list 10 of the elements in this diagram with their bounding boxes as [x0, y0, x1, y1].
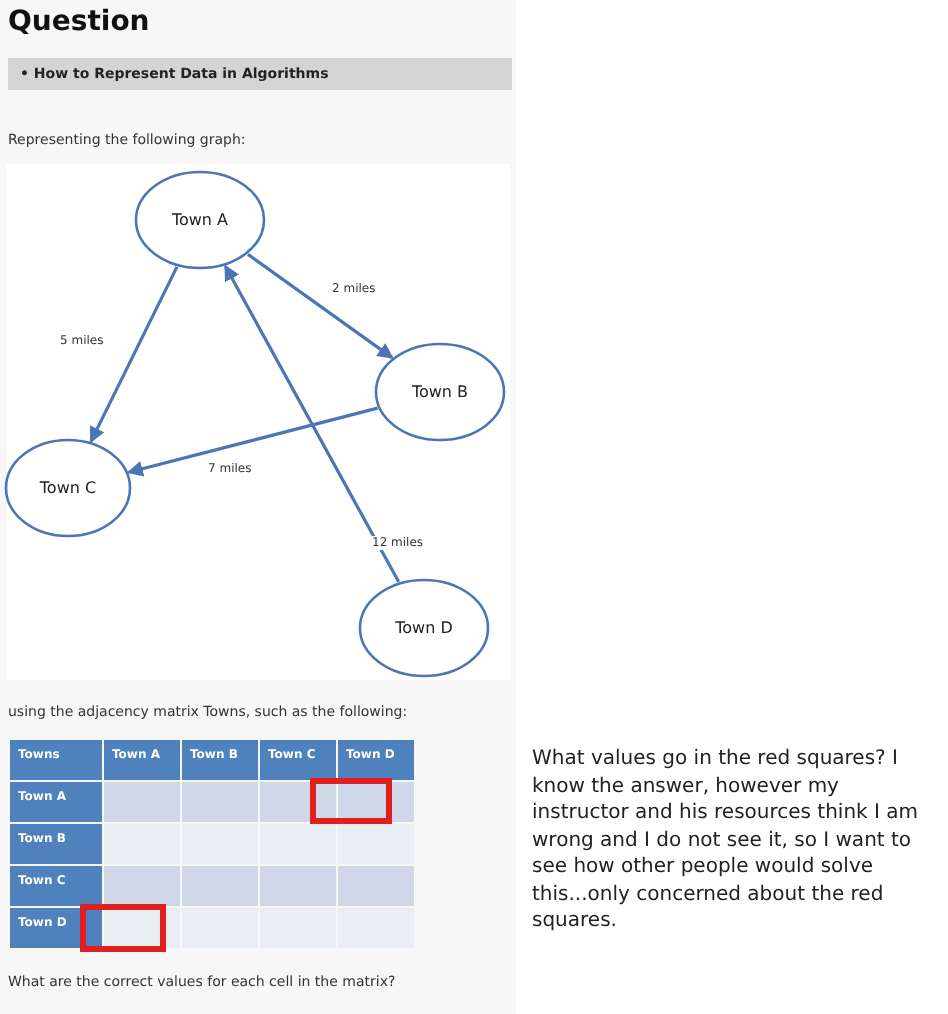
arrow [89, 266, 179, 444]
node-label: Town C [37, 479, 99, 497]
page-heading: Question [8, 6, 150, 38]
node-label: Town B [409, 383, 471, 401]
arrow [126, 406, 378, 477]
arrow [247, 253, 394, 359]
comment-text: What values go in the red squares? I know the answer, however my instructor and his resources think I am wrong and I do not see it, so I want to see how other people would solve this...only concerned about the red squares. [532, 746, 921, 935]
node-label: Town D [393, 619, 455, 637]
node-label: Town A [169, 211, 231, 229]
arrow [223, 264, 401, 583]
